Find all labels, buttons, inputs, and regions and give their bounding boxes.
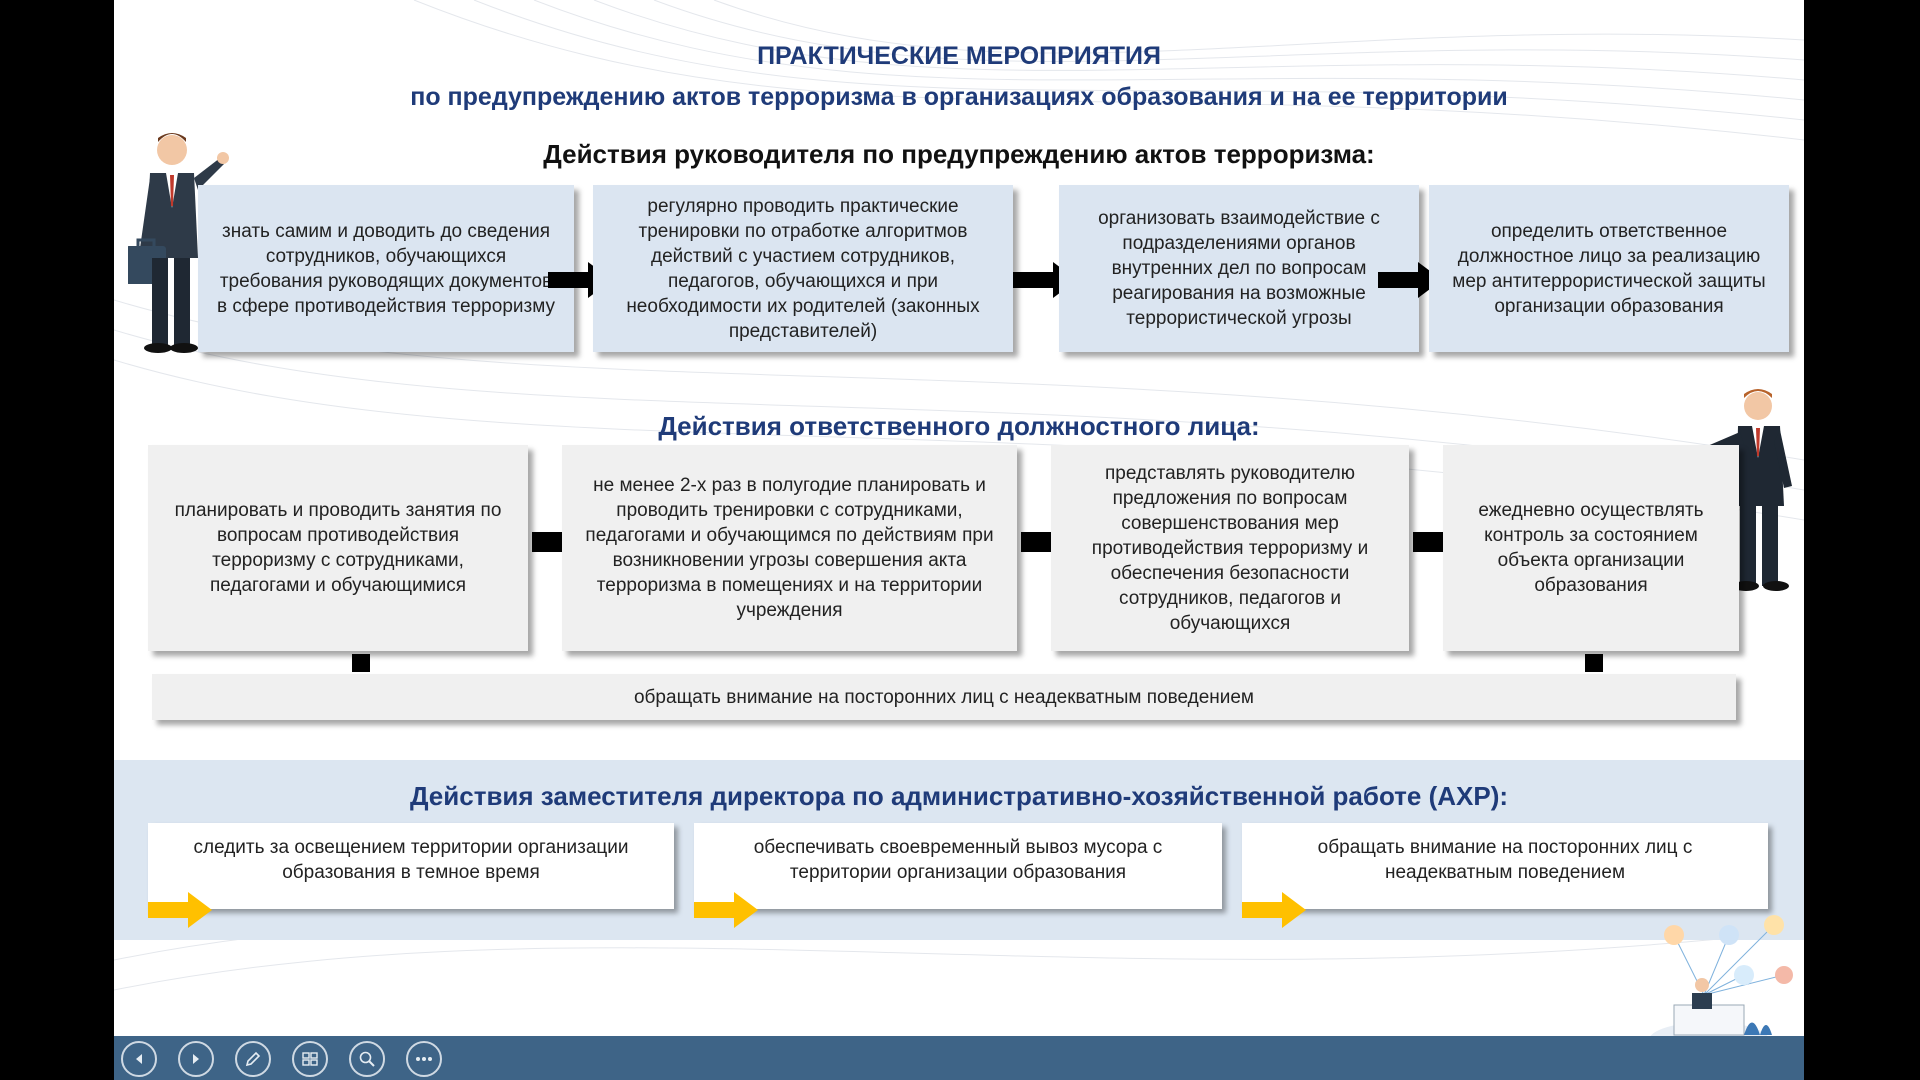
zoom-icon[interactable]	[349, 1041, 385, 1077]
deputy-step-3: обращать внимание на посторонних лиц с н…	[1242, 823, 1768, 909]
section-official-heading: Действия ответственного должностного лиц…	[658, 411, 1260, 441]
slide-title: ПРАКТИЧЕСКИЕ МЕРОПРИЯТИЯ	[757, 42, 1161, 70]
head-step-3: организовать взаимодействие с подразделе…	[1059, 185, 1419, 352]
official-step-2: не менее 2-х раз в полугодие планировать…	[562, 445, 1017, 651]
connector	[1021, 532, 1051, 552]
official-step-4: ежедневно осуществлять контроль за состо…	[1443, 445, 1739, 651]
businessman-figure	[128, 133, 229, 353]
section-head-heading: Действия руководителя по предупреждению …	[543, 139, 1375, 169]
head-step-1: знать самим и доводить до сведения сотру…	[198, 185, 574, 352]
arrow-right-icon	[1378, 262, 1442, 298]
deputy-step-1: следить за освещением территории организ…	[148, 823, 674, 909]
slides-grid-icon[interactable]	[292, 1041, 328, 1077]
slide: ПРАКТИЧЕСКИЕ МЕРОПРИЯТИЯ по предупрежден…	[114, 0, 1804, 1080]
head-step-2: регулярно проводить практические трениро…	[593, 185, 1013, 352]
connector	[352, 654, 370, 672]
official-bottom-step: обращать внимание на посторонних лиц с н…	[152, 674, 1736, 720]
connector	[1585, 654, 1603, 672]
previous-icon[interactable]	[121, 1041, 157, 1077]
connector	[1413, 532, 1443, 552]
section-deputy-heading: Действия заместителя директора по админи…	[409, 781, 1509, 811]
official-step-1: планировать и проводить занятия по вопро…	[148, 445, 528, 651]
slideshow-toolbar	[114, 1036, 1804, 1080]
connector	[532, 532, 562, 552]
head-step-4: определить ответственное должностное лиц…	[1429, 185, 1789, 352]
official-step-3: представлять руководителю предложения по…	[1051, 445, 1409, 651]
arrow-right-icon	[694, 892, 758, 928]
more-icon[interactable]	[406, 1041, 442, 1077]
arrow-right-icon	[1242, 892, 1306, 928]
deputy-step-2: обеспечивать своевременный вывоз мусора …	[694, 823, 1222, 909]
next-icon[interactable]	[178, 1041, 214, 1077]
pen-icon[interactable]	[235, 1041, 271, 1077]
arrow-right-icon	[148, 892, 212, 928]
slide-subtitle: по предупреждению актов терроризма в орг…	[410, 83, 1508, 111]
